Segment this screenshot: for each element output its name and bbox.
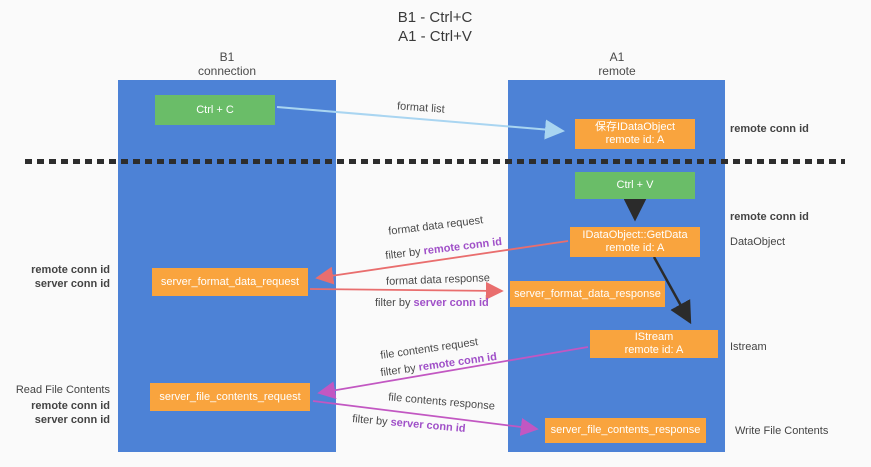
annotation-remote-conn-id-left-top: remote conn id xyxy=(31,264,110,276)
node-ctrl-v-label: Ctrl + V xyxy=(616,179,654,191)
lifeline-header-a1: A1 remote xyxy=(557,50,677,78)
node-save-idataobject-line2: remote id: A xyxy=(605,134,665,146)
label-filter-by-3: filter by xyxy=(379,362,417,380)
annotation-dataobject: DataObject xyxy=(730,236,786,248)
node-server-file-contents-request: server_file_contents_request xyxy=(150,383,310,411)
label-filter-by-2: filter by xyxy=(375,297,411,309)
node-getdata-line1: IDataObject::GetData xyxy=(582,229,688,241)
node-server-file-contents-response-label: server_file_contents_response xyxy=(550,424,701,436)
lifeline-header-b1: B1 connection xyxy=(167,50,287,78)
node-server-format-data-response: server_format_data_response xyxy=(510,281,665,307)
annotation-remote-conn-id-top-right: remote conn id xyxy=(730,123,809,135)
annotation-server-conn-id-left-bottom: server conn id xyxy=(34,414,110,426)
lifeline-b1-role: connection xyxy=(197,64,257,78)
node-idataobject-getdata: IDataObject::GetData remote id: A xyxy=(570,227,700,257)
node-save-idataobject-line1: 保存IDataObject xyxy=(594,121,676,133)
session-separator-dashed-line xyxy=(25,159,845,164)
label-format-data-request: format data request xyxy=(387,214,484,238)
node-ctrl-c-label: Ctrl + C xyxy=(196,103,234,116)
label-filter-server-2: filter by server conn id xyxy=(352,413,466,435)
annotation-server-conn-id-left-top: server conn id xyxy=(34,278,110,290)
label-server-conn-id-2: server conn id xyxy=(390,416,467,435)
node-ctrl-v: Ctrl + V xyxy=(575,172,695,199)
annotation-remote-conn-id-mid-right: remote conn id xyxy=(730,211,809,223)
annotation-istream: Istream xyxy=(730,341,767,353)
node-istream-line1: IStream xyxy=(634,331,674,343)
node-server-format-data-response-label: server_format_data_response xyxy=(514,287,661,300)
lifeline-a1-name: A1 xyxy=(609,50,625,64)
label-file-contents-response: file contents response xyxy=(387,391,496,413)
lifeline-b1-name: B1 xyxy=(219,50,235,64)
label-format-data-response: format data response xyxy=(385,272,491,288)
node-server-file-contents-response: server_file_contents_response xyxy=(545,418,706,443)
label-filter-by-4: filter by xyxy=(351,413,389,429)
label-filter-server-1: filter by server conn id xyxy=(375,297,489,309)
node-istream: IStream remote id: A xyxy=(590,330,718,358)
annotation-remote-conn-id-left-bottom: remote conn id xyxy=(31,400,110,412)
node-server-format-data-request: server_format_data_request xyxy=(152,268,308,296)
label-format-list: format list xyxy=(396,100,446,116)
diagram-title-line1: B1 - Ctrl+C xyxy=(397,9,473,26)
node-istream-line2: remote id: A xyxy=(624,344,684,356)
node-ctrl-c: Ctrl + C xyxy=(155,95,275,125)
label-filter-by-1: filter by xyxy=(384,245,422,263)
node-save-idataobject: 保存IDataObject remote id: A xyxy=(575,119,695,149)
label-server-conn-id-1: server conn id xyxy=(413,297,489,309)
annotation-write-file-contents: Write File Contents xyxy=(735,425,829,437)
lifeline-a1-role: remote xyxy=(598,64,636,78)
annotation-read-file-contents: Read File Contents xyxy=(15,384,110,396)
diagram-title-line2: A1 - Ctrl+V xyxy=(398,28,472,45)
node-server-file-contents-request-label: server_file_contents_request xyxy=(159,390,301,403)
diagram-title: B1 - Ctrl+C A1 - Ctrl+V xyxy=(315,8,555,46)
label-filter-remote-1: filter by remote conn id xyxy=(385,236,503,262)
label-remote-conn-id-1: remote conn id xyxy=(422,235,503,258)
node-getdata-line2: remote id: A xyxy=(605,242,665,254)
arrow-format-data-response xyxy=(309,281,504,300)
node-server-format-data-request-label: server_format_data_request xyxy=(160,275,300,288)
